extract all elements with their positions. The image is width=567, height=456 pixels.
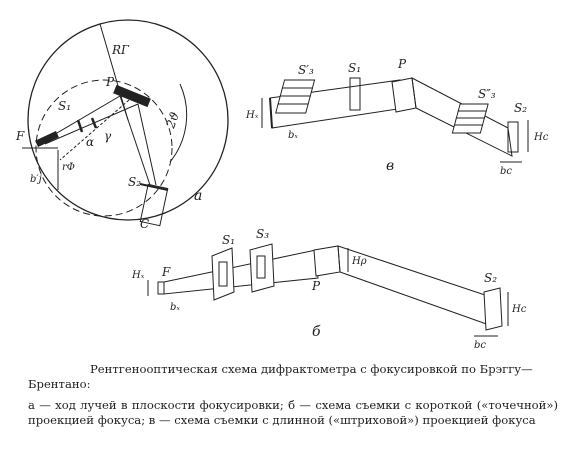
panel-a-label: а (194, 188, 202, 204)
slit-s1-blade-1 (76, 119, 84, 133)
label-f: F (15, 129, 25, 143)
caption-legend: а — ход лучей в плоскости фокусировки; б… (28, 398, 558, 427)
radius-line (99, 23, 129, 121)
label-gamma: γ (104, 129, 112, 143)
incident-beam-b (163, 249, 319, 295)
label-rf: rΦ (62, 162, 75, 173)
sample (113, 84, 151, 108)
figure-caption: Рентгенооптическая схема дифрактометра с… (28, 362, 558, 428)
slit-s1-frame (349, 77, 361, 111)
slit-s1-aperture (218, 261, 228, 287)
slit-s2-frame (507, 121, 519, 153)
slit-s1-b (211, 247, 235, 301)
sample-p-b (313, 245, 341, 277)
label-s3-b: S₃ (256, 227, 269, 241)
label-s1: S₁ (58, 99, 71, 113)
diffracted-ray-a (119, 95, 151, 186)
incident-ray-b (44, 103, 139, 145)
tube-focus (35, 130, 59, 148)
label-s3-prime: S′₃ (298, 63, 314, 77)
caption-title: Рентгенооптическая схема дифрактометра с… (28, 362, 533, 391)
goniometer-circle (27, 19, 229, 221)
xray-optics-diagram: RГ P S₁ F α γ 2ϑ rΦ b′j S₂ C а (15, 19, 549, 351)
label-rr: RГ (111, 43, 130, 57)
label-s2: S₂ (128, 175, 141, 189)
incident-ray-a (44, 95, 121, 141)
slit-s2 (139, 183, 169, 191)
label-bc-b: bc (474, 340, 486, 351)
slit-s2-b (483, 287, 503, 331)
label-hf-b: Hₓ (131, 270, 145, 281)
slit-s3-aperture (256, 255, 266, 279)
panel-c-label: в (386, 158, 394, 174)
panel-b (147, 243, 509, 337)
label-hp-b: Hρ (351, 256, 367, 267)
slit-s3-b (249, 243, 275, 293)
label-p-b: P (311, 279, 321, 293)
label-p-c: P (397, 57, 407, 71)
label-alpha: α (86, 135, 94, 149)
label-f-b: F (161, 265, 171, 279)
label-p: P (105, 75, 115, 89)
panel-c (261, 77, 529, 163)
two-theta-arc (169, 83, 188, 163)
soller-slit-s3-double-prime (451, 103, 489, 134)
normal-line (59, 99, 130, 161)
label-s2-b: S₂ (484, 271, 497, 285)
label-c: C (140, 217, 149, 231)
focus-point (157, 281, 165, 295)
label-s1-c: S₁ (348, 61, 361, 75)
label-bc-c: bc (500, 166, 512, 177)
panel-a (22, 19, 229, 227)
label-two-theta: 2ϑ (163, 110, 182, 131)
label-hf-c: Hₓ (245, 110, 259, 121)
label-s3-double-prime: S″₃ (478, 87, 496, 101)
label-bf-c: bₓ (288, 130, 298, 141)
label-s2-c: S₂ (514, 101, 527, 115)
label-hc-b: Hᴄ (511, 304, 527, 315)
soller-slit-s3-prime (275, 79, 316, 114)
label-bf-b: bₓ (170, 302, 180, 313)
label-s1-b: S₁ (222, 233, 235, 247)
label-bj: b′j (30, 174, 42, 185)
slit-s1-blade-2 (90, 117, 98, 129)
detector-counter (139, 183, 169, 227)
panel-b-label: б (312, 324, 321, 340)
diffracted-ray-b (137, 103, 157, 186)
label-hc-c: Hᴄ (533, 132, 549, 143)
